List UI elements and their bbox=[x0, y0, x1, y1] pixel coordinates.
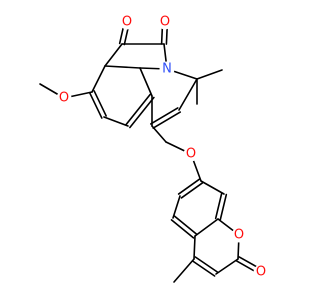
atom-label-background bbox=[159, 61, 175, 77]
single-bond-C2-CH2 bbox=[151, 125, 167, 143]
single-bond-A1-Ca bbox=[104, 43, 123, 67]
single-bond-C4-A1 bbox=[104, 65, 141, 69]
single-bond-Ce-K4 bbox=[193, 235, 196, 260]
double-bond-A2-A3 bbox=[89, 92, 103, 119]
double-bond-A4-C3 bbox=[129, 96, 155, 129]
double-bond-K3-K4 bbox=[170, 219, 195, 239]
atom-label-n-ring: N bbox=[162, 62, 172, 77]
single-bond-K2-K3 bbox=[172, 195, 181, 219]
atom-label-o-ketone-2: O bbox=[160, 15, 170, 30]
atom-label-background bbox=[183, 146, 199, 162]
single-bond-Ce-Me4 bbox=[173, 258, 195, 283]
single-bond-A3-A4 bbox=[103, 116, 129, 127]
double-bond-K3-K4 bbox=[173, 215, 198, 235]
atom-label-o-ketone-1: O bbox=[122, 15, 132, 30]
atom-label-background bbox=[119, 14, 135, 30]
atom-label-o-ether: O bbox=[186, 147, 196, 162]
atom-labels: O O N O O O O bbox=[56, 14, 269, 280]
atom-label-background bbox=[253, 264, 269, 280]
atom-label-background bbox=[157, 14, 173, 30]
double-bond-K5-K6 bbox=[214, 192, 223, 220]
double-bond-C1-C2 bbox=[149, 107, 179, 125]
double-bond-K1-K2 bbox=[177, 178, 201, 195]
atom-label-background bbox=[231, 227, 247, 243]
double-bond-K5-K6 bbox=[219, 193, 228, 221]
atom-label-o-ring: O bbox=[234, 228, 244, 243]
bond-lines bbox=[39, 20, 263, 283]
single-bond-Cc-Cd bbox=[215, 258, 239, 275]
single-bond-K6-K1 bbox=[200, 180, 225, 195]
molecule-structure-diagram: O O N O O O O bbox=[39, 14, 269, 283]
atom-label-o-methoxy: O bbox=[59, 91, 69, 106]
single-bond-C3-C4 bbox=[139, 67, 153, 97]
double-bond-A2-A3 bbox=[93, 90, 107, 117]
atom-label-o-carbonyl: O bbox=[256, 265, 266, 280]
double-bond-Cd-Ce bbox=[191, 260, 216, 277]
single-bond-A1-A2 bbox=[91, 65, 106, 93]
atom-label-background bbox=[56, 90, 72, 106]
single-bond-K4-K5 bbox=[194, 218, 219, 237]
double-bond-A4-C3 bbox=[125, 93, 151, 126]
double-bond-K1-K2 bbox=[180, 182, 204, 199]
double-bond-C1-C2 bbox=[152, 111, 182, 129]
single-bond-Cq-Me1 bbox=[196, 69, 223, 80]
single-bond-Cq-C1 bbox=[178, 78, 198, 111]
double-bond-Cd-Ce bbox=[194, 256, 219, 273]
